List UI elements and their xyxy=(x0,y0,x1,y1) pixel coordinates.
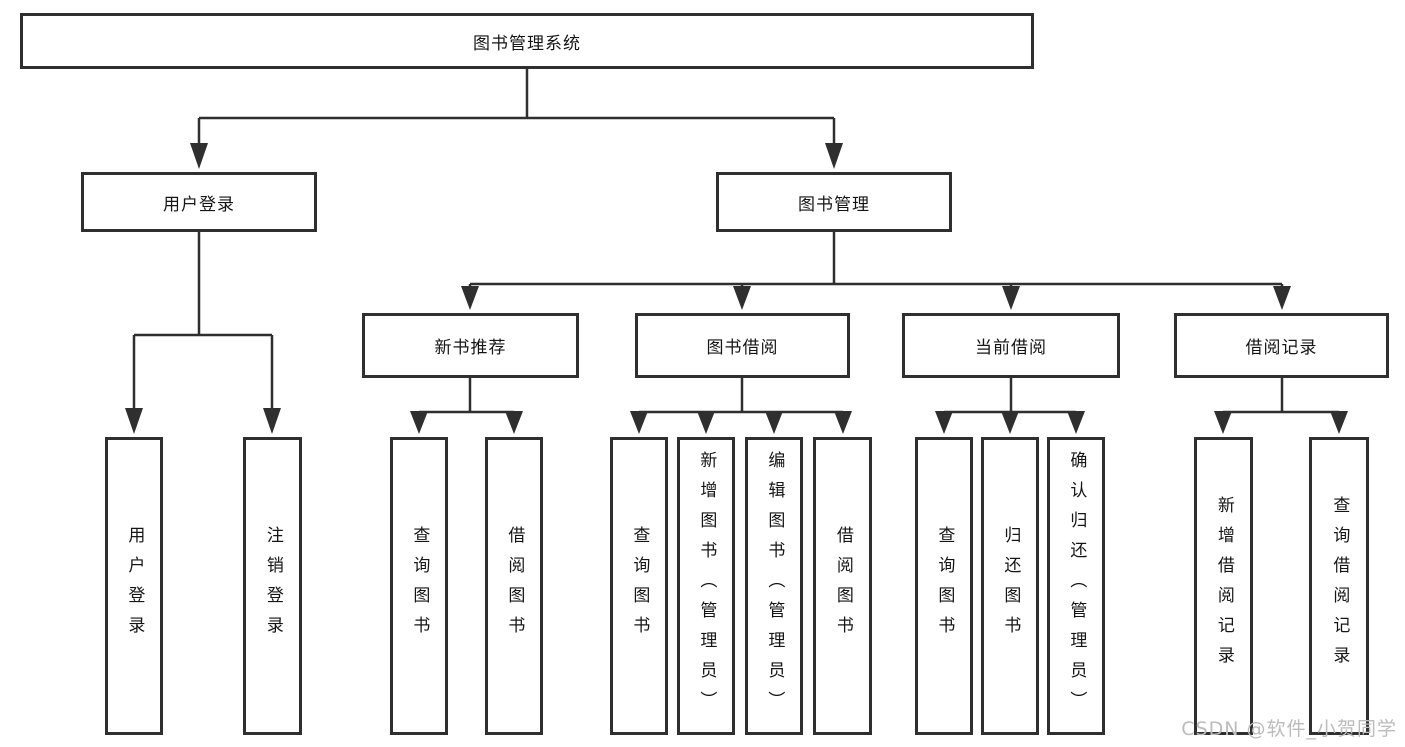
node-leaf-add-books-admin: 新增图书（管理员） xyxy=(677,437,735,735)
node-leaf-logout-label: 注销登录 xyxy=(262,526,283,646)
node-leaf-confirm-return-admin: 确认归还（管理员） xyxy=(1047,437,1105,735)
node-leaf-query-books-2: 查询图书 xyxy=(610,437,668,735)
node-new-book-recommend: 新书推荐 xyxy=(362,313,579,378)
node-leaf-query-books-3: 查询图书 xyxy=(915,437,973,735)
node-user-login: 用户登录 xyxy=(81,172,317,232)
node-current-borrowing: 当前借阅 xyxy=(902,313,1120,378)
node-book-management: 图书管理 xyxy=(716,172,952,232)
node-borrowing-records: 借阅记录 xyxy=(1174,313,1389,378)
node-leaf-borrow-books-2: 借阅图书 xyxy=(813,437,872,735)
node-book-borrowing-label: 图书借阅 xyxy=(706,338,779,358)
node-leaf-borrow-books-1: 借阅图书 xyxy=(485,437,543,735)
node-leaf-confirm-return-admin-label: 确认归还（管理员） xyxy=(1066,451,1087,721)
node-leaf-query-borrow-record: 查询借阅记录 xyxy=(1309,437,1369,735)
node-leaf-user-login-label: 用户登录 xyxy=(124,526,145,646)
csdn-watermark: CSDN @软件_小贺同学 xyxy=(1181,718,1397,740)
node-leaf-logout: 注销登录 xyxy=(243,437,302,735)
node-leaf-query-books-3-label: 查询图书 xyxy=(934,526,955,646)
node-new-book-recommend-label: 新书推荐 xyxy=(434,338,507,358)
node-root-label: 图书管理系统 xyxy=(473,33,581,54)
node-leaf-add-borrow-record-label: 新增借阅记录 xyxy=(1213,496,1234,676)
node-leaf-edit-books-admin-label: 编辑图书（管理员） xyxy=(764,451,785,721)
node-leaf-add-borrow-record: 新增借阅记录 xyxy=(1194,437,1253,735)
node-leaf-return-books: 归还图书 xyxy=(981,437,1039,735)
node-borrowing-records-label: 借阅记录 xyxy=(1245,338,1318,358)
node-leaf-query-books-1: 查询图书 xyxy=(390,437,448,735)
node-book-borrowing: 图书借阅 xyxy=(635,313,850,378)
node-leaf-query-books-2-label: 查询图书 xyxy=(629,526,650,646)
node-leaf-query-books-1-label: 查询图书 xyxy=(409,526,430,646)
node-leaf-add-books-admin-label: 新增图书（管理员） xyxy=(696,451,717,721)
node-leaf-edit-books-admin: 编辑图书（管理员） xyxy=(745,437,803,735)
node-current-borrowing-label: 当前借阅 xyxy=(975,338,1047,358)
node-leaf-return-books-label: 归还图书 xyxy=(1000,526,1021,646)
node-book-management-label: 图书管理 xyxy=(798,194,870,215)
node-user-login-label: 用户登录 xyxy=(163,194,235,215)
node-leaf-user-login: 用户登录 xyxy=(105,437,163,735)
node-leaf-borrow-books-2-label: 借阅图书 xyxy=(832,526,853,646)
node-leaf-query-borrow-record-label: 查询借阅记录 xyxy=(1329,496,1350,676)
node-leaf-borrow-books-1-label: 借阅图书 xyxy=(504,526,525,646)
node-root-system: 图书管理系统 xyxy=(20,13,1034,69)
